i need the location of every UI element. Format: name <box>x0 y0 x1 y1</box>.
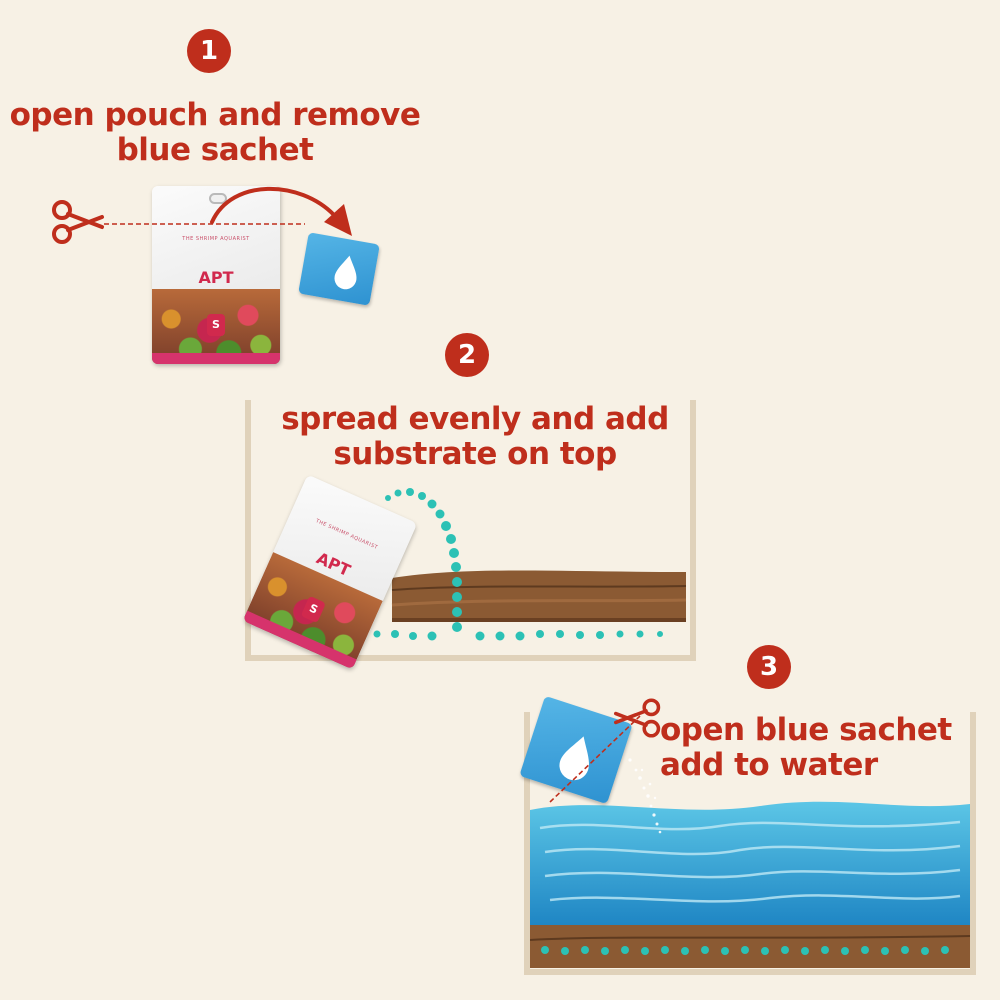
step-3-badge: 3 <box>747 645 791 689</box>
blue-sachet <box>298 232 380 306</box>
blue-sachet-opening <box>519 695 633 805</box>
step-2-line-1: spread evenly and add <box>281 401 669 437</box>
step-3-heading: open blue sachet add to water <box>660 713 960 783</box>
scissors-icon <box>614 698 661 738</box>
step-2-heading: spread evenly and add substrate on top <box>270 402 680 472</box>
step-1-line-1: open pouch and remove <box>9 97 421 133</box>
pouch-bottom-strip <box>152 353 280 364</box>
pouch-size-badge: S <box>207 314 225 336</box>
pouch-hang-hole <box>209 193 227 204</box>
step-1-badge: 1 <box>187 29 231 73</box>
scissors-icon <box>52 200 104 244</box>
step-1-line-2: blue sachet <box>116 132 314 168</box>
pouch-label: APT <box>198 268 234 287</box>
step-3-number: 3 <box>759 652 779 682</box>
step-1-number: 1 <box>199 36 219 66</box>
step-3-line-2: add to water <box>660 747 878 783</box>
pouch-brand: THE SHRIMP AQUARIST <box>182 236 250 242</box>
step-2-number: 2 <box>457 340 477 370</box>
step-2-badge: 2 <box>445 333 489 377</box>
step-2-line-2: substrate on top <box>333 436 617 472</box>
water-drop-icon <box>559 736 589 781</box>
step-1-heading: open pouch and remove blue sachet <box>5 98 425 168</box>
step-3-line-1: open blue sachet <box>660 712 952 748</box>
water-drop-icon <box>334 255 357 290</box>
